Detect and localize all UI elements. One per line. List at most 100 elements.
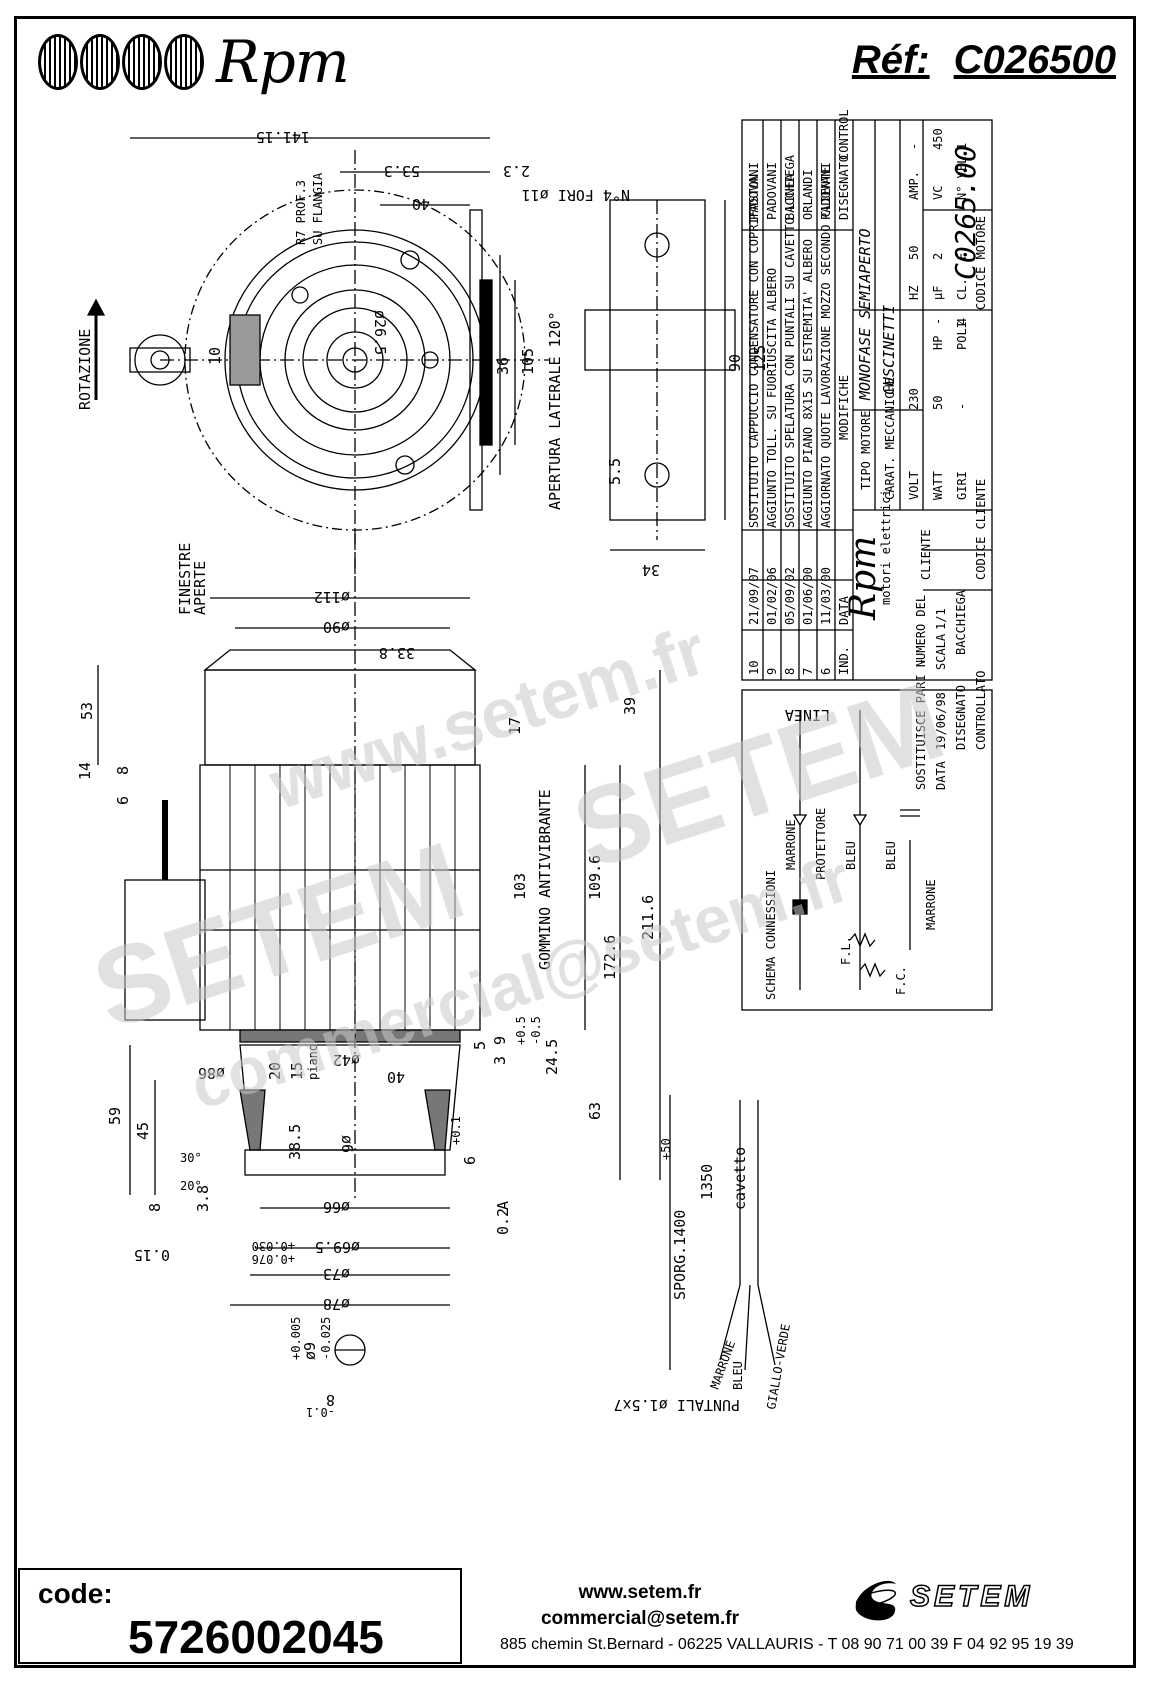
dim-59: 59 <box>106 1107 124 1125</box>
dim-1350: 1350 <box>698 1164 716 1200</box>
dim-6-shaft: ø6 <box>338 1135 356 1153</box>
dim-24-5: 24.5 <box>543 1039 561 1075</box>
contact-block: www.setem.fr commercial@setem.fr <box>540 1580 740 1632</box>
tb-cl-label: CL. <box>955 278 969 300</box>
tb-vel-label: N° VEL. <box>955 149 969 200</box>
dim-109-6: 109.6 <box>586 855 604 900</box>
tb-giri: - <box>955 403 969 410</box>
tb-amp: - <box>907 143 921 150</box>
angle-30: 30° <box>180 1151 202 1165</box>
reference: Réf:C026500 <box>852 38 1116 83</box>
tb-rev-8-text: SOSTITUITO SPELATURA CON PUNTALI SU CAVE… <box>783 173 797 528</box>
runout-0-15: 0.15 <box>134 1246 170 1264</box>
label-rotazione: ROTAZIONE <box>76 329 94 410</box>
tb-data: 19/06/98 <box>934 692 948 750</box>
dim-8-flat: 8 <box>326 1391 335 1409</box>
label-su-flangia: SU FLANGIA <box>311 172 325 245</box>
tb-carat-label: CARAT. MECCANICHE <box>883 377 897 500</box>
label-finestre: FINESTRE <box>176 543 194 615</box>
dim-66: ø66 <box>323 1198 350 1216</box>
dim-5-5: 5.5 <box>606 458 624 485</box>
tb-hz-label: HZ <box>907 286 921 300</box>
tb-brand: Rpm <box>843 536 884 621</box>
tb-controllato-label: CONTROLLATO <box>974 671 988 750</box>
tb-cl: F <box>955 253 969 260</box>
technical-drawing: 141.15 53.3 2.3 40 R7 PROF.3 SU FLANGIA … <box>76 110 993 1419</box>
tb-rev-9-date: 01/02/06 <box>765 567 779 625</box>
schema-bleu-2: BLEU <box>884 841 898 870</box>
tol-plus-0-5: +0.5 <box>514 1016 528 1045</box>
dim-125: 125 <box>751 345 769 372</box>
dim-8-top: 8 <box>114 766 132 775</box>
tb-rev-7-ind: 7 <box>801 668 815 675</box>
dim-53-3: 53.3 <box>384 162 420 180</box>
tb-vc: 450 <box>931 128 945 150</box>
tb-hp: - <box>931 318 945 325</box>
tb-uf-label: µF <box>931 286 945 300</box>
tb-hz: 50 <box>907 246 921 260</box>
tb-codice-motore: C0265.00 <box>949 145 982 280</box>
tb-rev-8-by: BACCHIEGA <box>783 154 797 220</box>
datum-a: A <box>494 1201 512 1210</box>
tol-plus-0-005: +0.005 <box>289 1317 303 1360</box>
tb-vel: 1 <box>955 143 969 150</box>
address: 885 chemin St.Bernard - 06225 VALLAURIS … <box>500 1636 1074 1653</box>
code-box: code: 5726002045 <box>18 1568 462 1664</box>
dim-5: 5 <box>471 1041 489 1050</box>
schema-fl: F.L. <box>839 936 853 965</box>
dim-53: 53 <box>78 702 96 720</box>
dim-36: 36 <box>494 357 512 375</box>
tol-minus-0-025: -0.025 <box>319 1317 333 1360</box>
dim-6-hub: 6 <box>461 1156 479 1165</box>
tb-rev-7-date: 01/06/00 <box>801 567 815 625</box>
tol-minus-0-1: -0.1 <box>306 1405 335 1419</box>
tb-scala: 1/1 <box>934 608 948 630</box>
dim-172-6: 172.6 <box>601 935 619 980</box>
tb-volt: 230 <box>907 388 921 410</box>
tb-rev-8-ind: 8 <box>783 668 797 675</box>
tb-rev-6-text: AGGIORNATO QUOTE LAVORAZIONE MOZZO SECON… <box>819 167 833 528</box>
tb-rev-7-by: ORLANDI <box>801 169 815 220</box>
tb-rev-9-by: PADOVANI <box>765 162 779 220</box>
label-apertura: APERTURA LATERALE 120° <box>546 311 564 510</box>
dim-141: 141.15 <box>256 128 310 146</box>
tb-poli-label: POLI <box>955 321 969 350</box>
dim-86-top: ø86 <box>198 1064 225 1082</box>
dim-33-8: 33.8 <box>379 644 415 662</box>
dim-73: ø73 <box>323 1265 350 1283</box>
rpm-logo: Rpm <box>38 28 350 96</box>
tb-disegnato-label: DISEGNATO <box>954 685 968 750</box>
dim-34: 34 <box>642 561 660 579</box>
dim-39: 39 <box>621 697 639 715</box>
label-sporg: SPORG.1400 <box>671 1210 689 1300</box>
tb-giri-label: GIRI <box>955 471 969 500</box>
wire-bleu: BLEU <box>731 1361 745 1390</box>
dim-10: 10 <box>206 347 224 365</box>
angle-20: 20° <box>180 1179 202 1193</box>
dim-78: ø78 <box>323 1295 350 1313</box>
label-gommino: GOMMINO ANTIVIBRANTE <box>536 789 554 970</box>
tb-cliente-label: CLIENTE <box>919 529 933 580</box>
tol-plus-0-1: +0.1 <box>449 1116 463 1145</box>
tb-hdr-date: DATA <box>837 595 851 625</box>
tol-plus-0-076: +0.076 <box>252 1252 295 1266</box>
setem-logo: SETEM <box>848 1570 1033 1624</box>
flatness-0-2: 0.2 <box>494 1208 512 1235</box>
setem-wordmark: SETEM <box>909 1579 1034 1614</box>
dim-40-side: 40 <box>387 1068 405 1086</box>
dim-2-3: 2.3 <box>503 162 530 180</box>
dim-3: 3 <box>491 1056 509 1065</box>
tb-uf: 2 <box>931 253 945 260</box>
email-link[interactable]: commercial@setem.fr <box>540 1608 740 1629</box>
label-puntali: PUNTALI ø1.5x7 <box>614 1396 740 1414</box>
code-value: 5726002045 <box>128 1611 384 1663</box>
tb-hdr-text: MODIFICHE <box>837 375 851 440</box>
brand-name: Rpm <box>216 28 350 96</box>
website-link[interactable]: www.setem.fr <box>578 1582 702 1603</box>
label-fori: N°4 FORI ø11 <box>522 186 630 204</box>
schema-marrone: MARRONE <box>784 819 798 870</box>
tol-plus-50: +50 <box>659 1138 673 1160</box>
label-r7: R7 PROF.3 <box>294 180 308 245</box>
tb-rev-9-ind: 9 <box>765 668 779 675</box>
dim-103: 103 <box>511 873 529 900</box>
